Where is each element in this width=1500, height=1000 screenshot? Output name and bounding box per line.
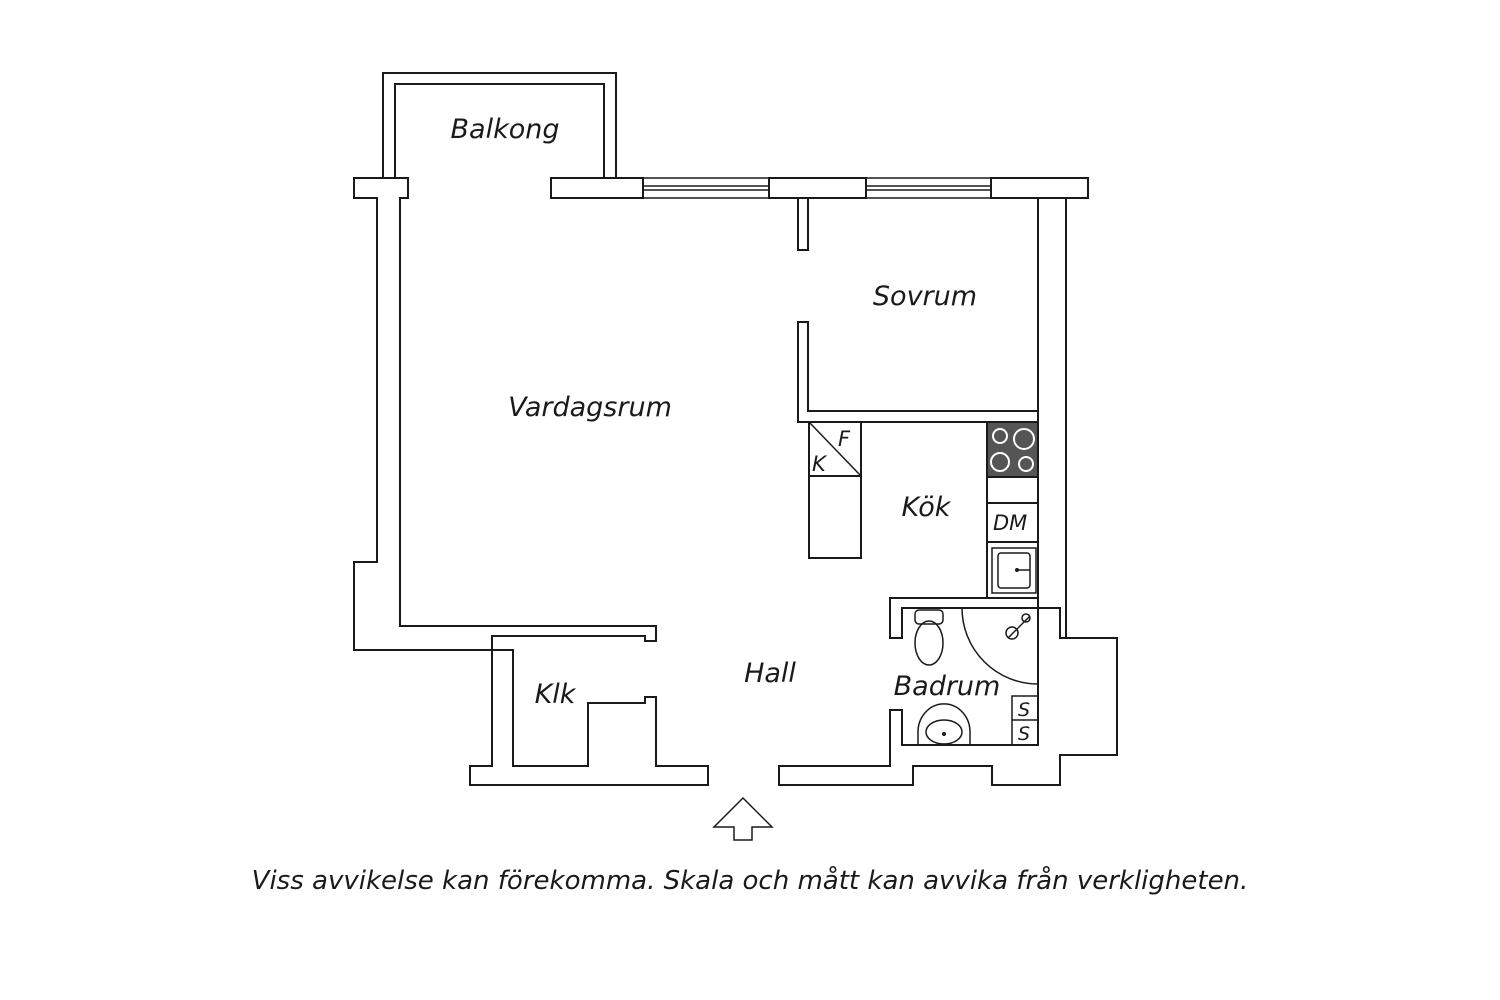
window-1: [642, 177, 770, 199]
bottom-right-wall: [778, 607, 1118, 786]
top-wall: [550, 177, 1089, 199]
room-label-kitchen: Kök: [902, 492, 952, 523]
room-label-living-room: Vardagsrum: [508, 392, 672, 423]
entrance-arrow-icon: [712, 796, 774, 841]
disclaimer-text: Viss avvikelse kan förekomma. Skala och …: [251, 866, 1249, 896]
washbasin-icon: [917, 703, 971, 745]
dryer-label: S: [1018, 723, 1030, 745]
kitchen-sink-icon: [991, 547, 1037, 594]
bedroom-partition: [797, 197, 1039, 423]
shower-icon: [961, 607, 1039, 685]
freezer-label: F: [838, 427, 851, 451]
room-label-bathroom: Badrum: [894, 671, 1001, 702]
toilet-icon: [914, 609, 944, 666]
left-wall: [353, 177, 657, 651]
closet-walls: [469, 649, 709, 786]
bathroom-wall: [889, 597, 1039, 639]
room-label-bedroom: Sovrum: [873, 281, 977, 312]
room-label-balcony: Balkong: [451, 114, 560, 145]
dishwasher-label: DM: [993, 511, 1027, 535]
room-label-closet: Klk: [535, 679, 577, 710]
fridge-label: K: [812, 452, 828, 476]
right-wall: [1037, 197, 1067, 639]
window-2: [865, 177, 992, 199]
washer-label: S: [1018, 699, 1030, 721]
stove-icon: [986, 421, 1039, 478]
room-label-hall: Hall: [744, 658, 796, 689]
fridge-freezer: [808, 421, 862, 559]
washer-dryer: [1011, 695, 1039, 746]
